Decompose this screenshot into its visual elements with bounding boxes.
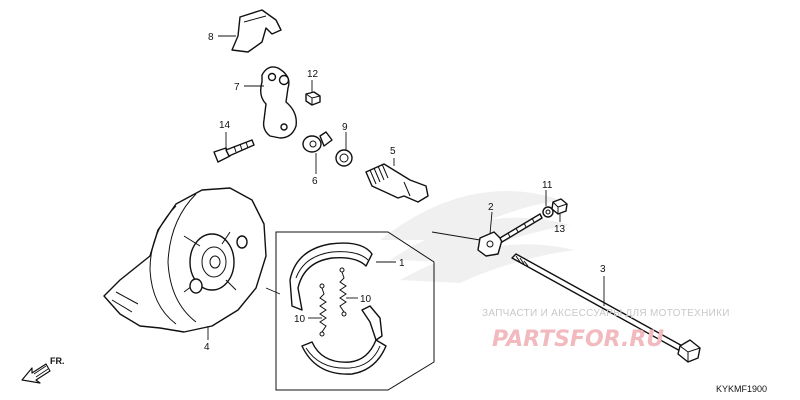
diagram-code: KYKMF1900 [716, 384, 767, 394]
part-11-washer [542, 206, 554, 218]
watermark-logo: PARTSFOR.RU [492, 327, 664, 352]
callout-10-right: 10 [360, 294, 372, 305]
callout-7: 7 [234, 82, 240, 93]
callout-5: 5 [390, 146, 396, 157]
callout-14: 14 [219, 120, 231, 131]
part-8-cover [231, 9, 282, 53]
part-14-bolt [213, 139, 255, 163]
watermark: ЗАПЧАСТИ И АКСЕССУАРЫ ДЛЯ МОТОТЕХНИКИ PA… [482, 308, 730, 352]
part-1-brake-shoe-upper [289, 242, 373, 311]
callout-12: 12 [307, 69, 319, 80]
part-2-bracket [477, 213, 543, 257]
part-9-seal [335, 149, 353, 167]
part-10-spring-right [339, 267, 347, 317]
callout-13: 13 [554, 224, 566, 235]
part-3-axle [511, 253, 701, 363]
callout-3: 3 [600, 264, 606, 275]
watermark-text: ЗАПЧАСТИ И АКСЕССУАРЫ ДЛЯ МОТОТЕХНИКИ [482, 308, 730, 319]
callout-2: 2 [488, 202, 494, 213]
callout-9: 9 [342, 122, 348, 133]
callout-1: 1 [399, 258, 405, 269]
front-direction-arrow-icon: FR. [21, 356, 65, 384]
callout-4: 4 [204, 342, 210, 353]
callout-numbers: 8 7 12 14 9 6 5 2 11 13 3 4 1 10 10 [204, 32, 606, 353]
part-6-washer [302, 131, 333, 153]
callout-8: 8 [208, 32, 214, 43]
part-1-brake-shoe-lower [301, 305, 387, 375]
part-4-brake-panel [103, 187, 267, 333]
part-13-nut [551, 198, 568, 215]
part-1-shoe-box [275, 231, 435, 391]
leader-lines [207, 35, 605, 340]
part-12-nut [305, 91, 321, 106]
part-10-spring-left [319, 283, 327, 337]
callout-10-left: 10 [294, 314, 306, 325]
part-5-cam-shaft [365, 163, 429, 203]
callout-6: 6 [312, 176, 318, 187]
callout-11: 11 [542, 180, 553, 191]
direction-label: FR. [50, 356, 65, 366]
part-7-brake-arm [259, 66, 297, 139]
